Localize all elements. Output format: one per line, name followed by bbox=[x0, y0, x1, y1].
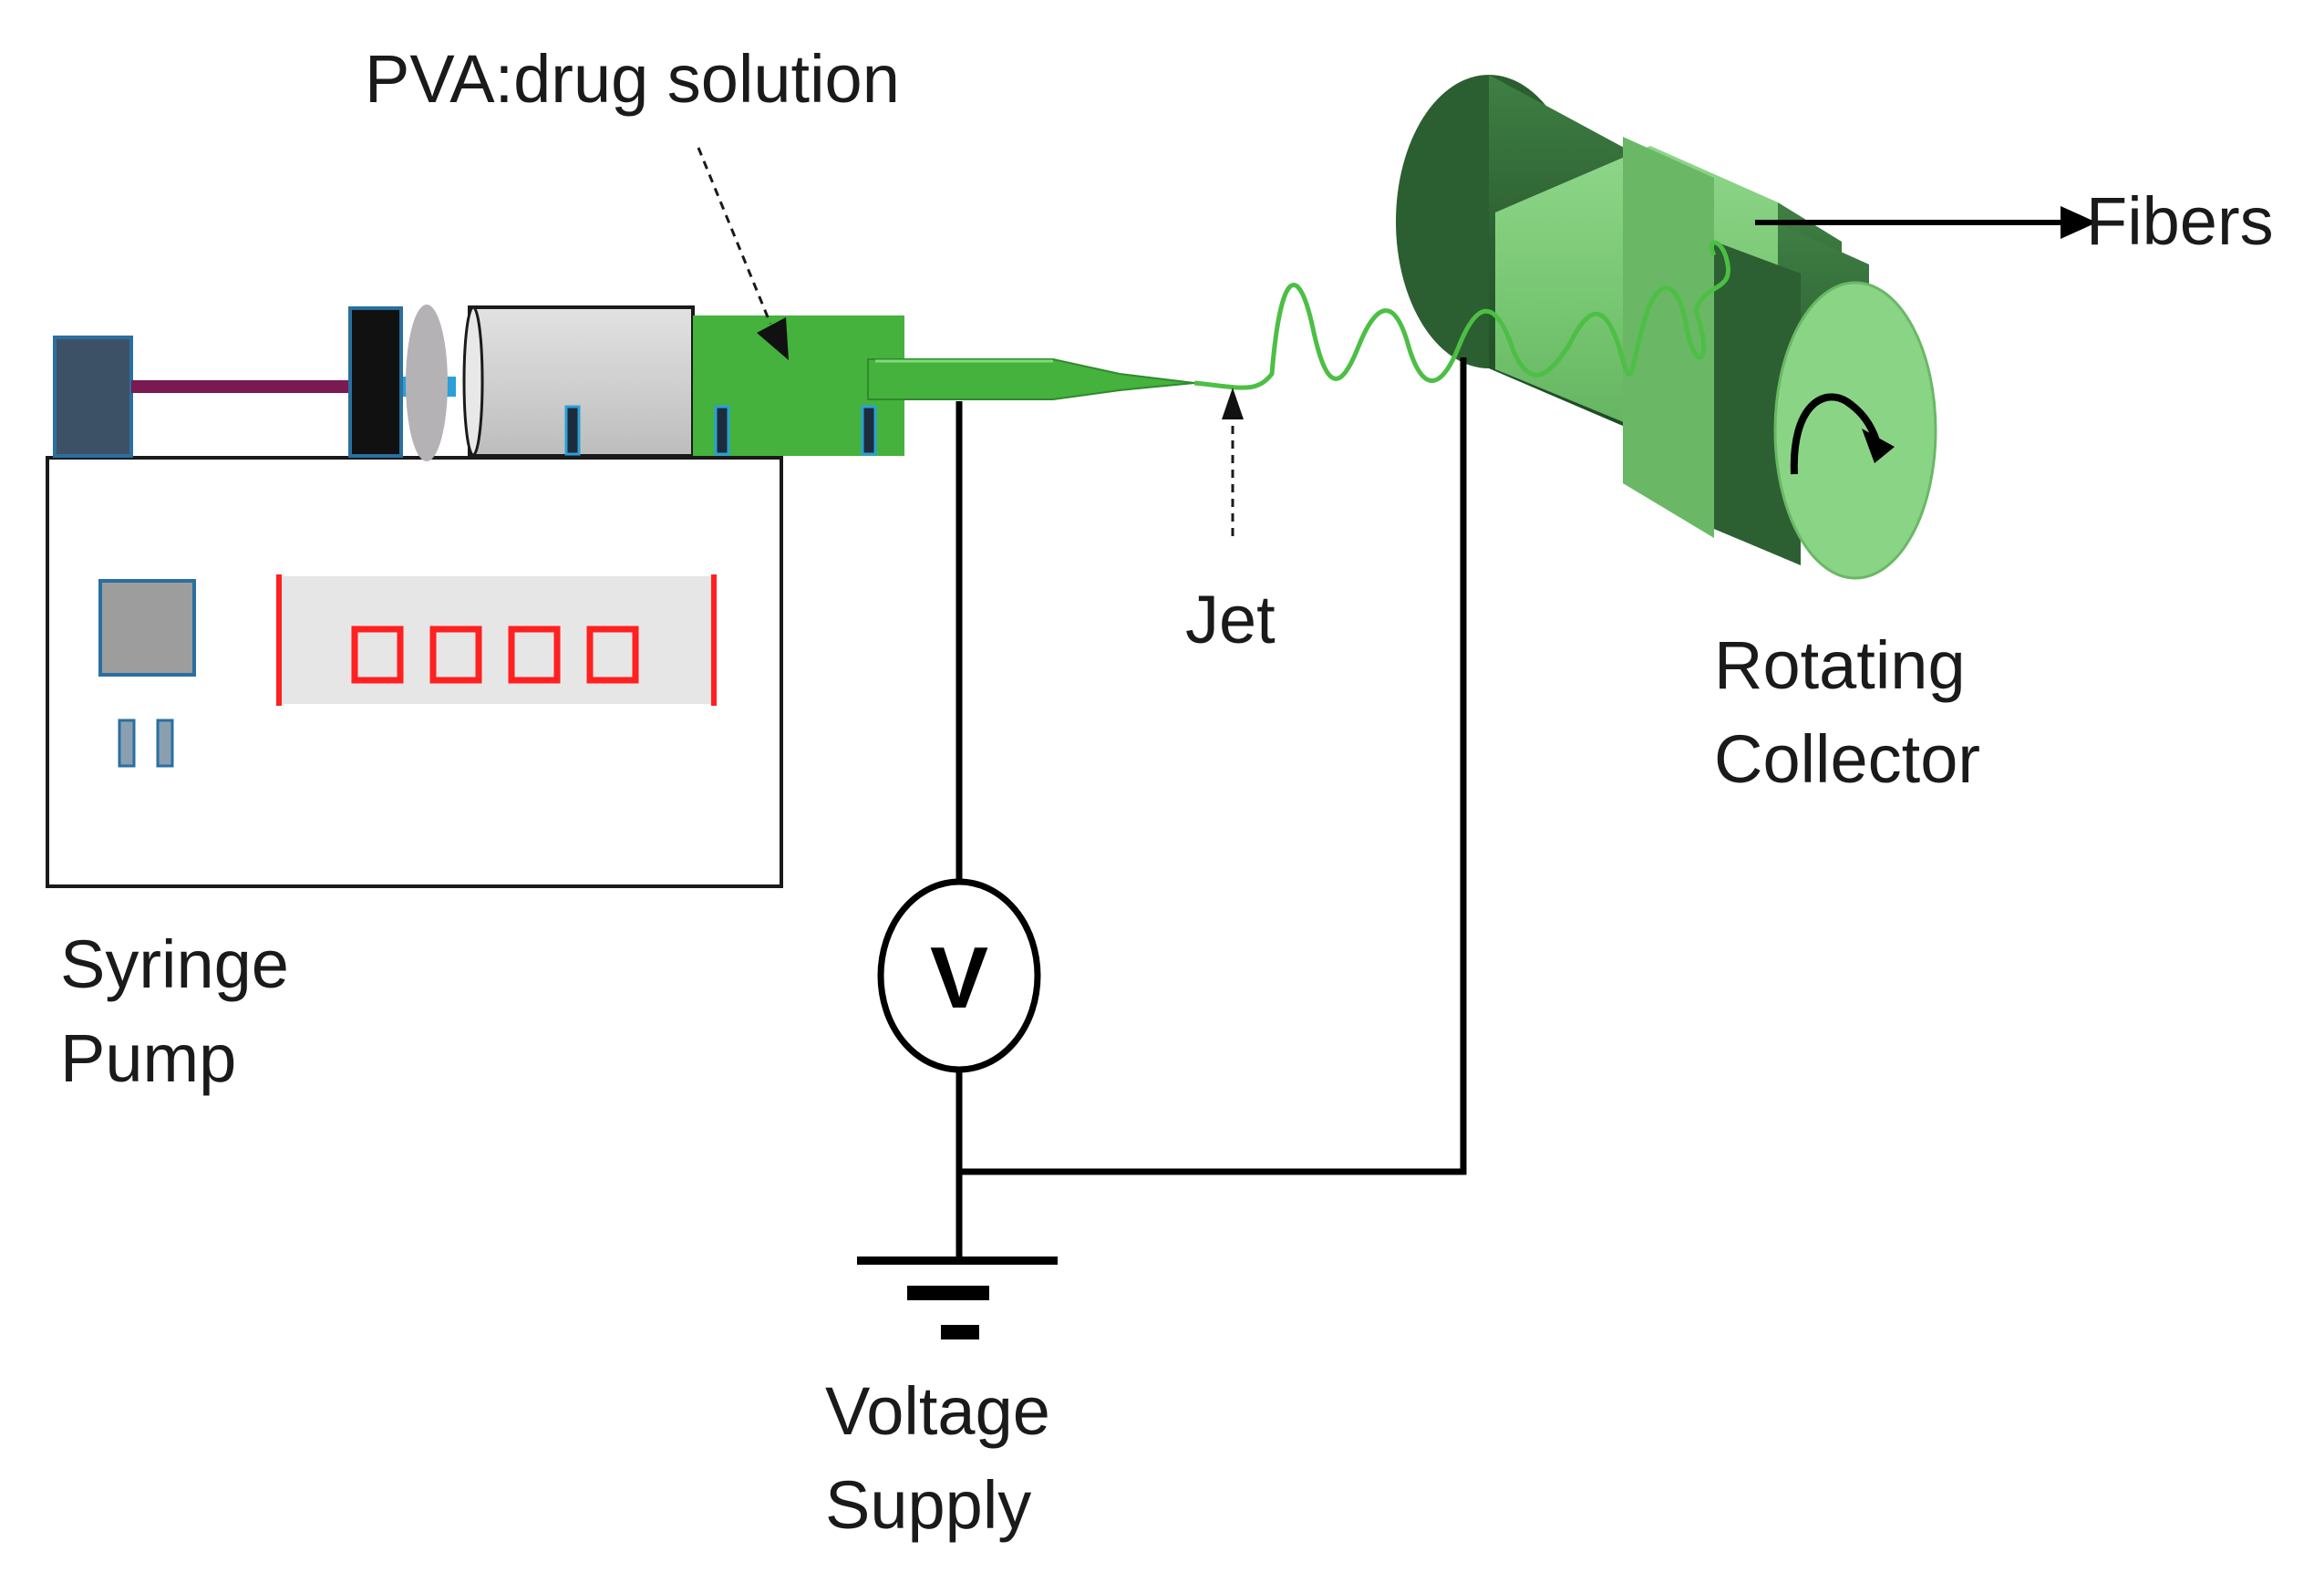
syringe-pump bbox=[46, 456, 783, 888]
jet-pointer bbox=[1222, 388, 1244, 536]
barrel-support-2 bbox=[714, 405, 730, 456]
pump-display-bracket-left bbox=[276, 574, 282, 706]
pump-control-square bbox=[98, 579, 196, 677]
plunger-disc bbox=[406, 305, 448, 461]
rotation-arrow-icon bbox=[1790, 393, 1882, 475]
syringe bbox=[53, 305, 1195, 461]
collector-label-line2: Collector bbox=[1714, 721, 1980, 797]
barrel-support-3 bbox=[861, 405, 877, 456]
pump-label-line2: Pump bbox=[60, 1020, 236, 1096]
barrel-rim bbox=[462, 305, 484, 457]
jet-label: Jet bbox=[1185, 582, 1276, 657]
supply-label-line2: Supply bbox=[825, 1467, 1031, 1543]
syringe-barrel bbox=[468, 305, 695, 458]
barrel-support-1 bbox=[564, 405, 581, 456]
voltmeter-icon: V bbox=[877, 878, 1041, 1073]
solution-label: PVA:drug solution bbox=[365, 41, 900, 117]
solution-pointer bbox=[697, 147, 789, 360]
collector-label-line1: Rotating bbox=[1714, 627, 1966, 703]
pump-button-right bbox=[156, 719, 174, 768]
rotation-arrowhead bbox=[1862, 429, 1895, 463]
pump-display bbox=[281, 576, 715, 704]
plunger-rod bbox=[131, 380, 352, 393]
voltmeter-symbol: V bbox=[930, 929, 988, 1027]
pump-display-bracket-right bbox=[711, 574, 717, 706]
supply-label-line1: Voltage bbox=[825, 1373, 1050, 1449]
needle bbox=[867, 358, 1195, 400]
circuit-wires bbox=[955, 357, 1467, 1257]
fibers-label: Fibers bbox=[2086, 183, 2274, 259]
pusher-block bbox=[53, 336, 133, 458]
rotating-collector bbox=[1396, 75, 1937, 580]
pump-button-left bbox=[118, 719, 136, 768]
fiber-jet bbox=[1193, 240, 1731, 390]
drum-dark-band bbox=[1703, 237, 1801, 565]
drum-end-shade bbox=[1623, 137, 1714, 538]
pump-label-line1: Syringe bbox=[60, 926, 289, 1002]
pump-display-digits bbox=[351, 626, 639, 684]
drum-front-cap bbox=[1773, 281, 1937, 580]
ground-icon bbox=[857, 1257, 1058, 1339]
plunger-clamp bbox=[348, 306, 403, 458]
fibers-arrowhead bbox=[2061, 206, 2097, 239]
